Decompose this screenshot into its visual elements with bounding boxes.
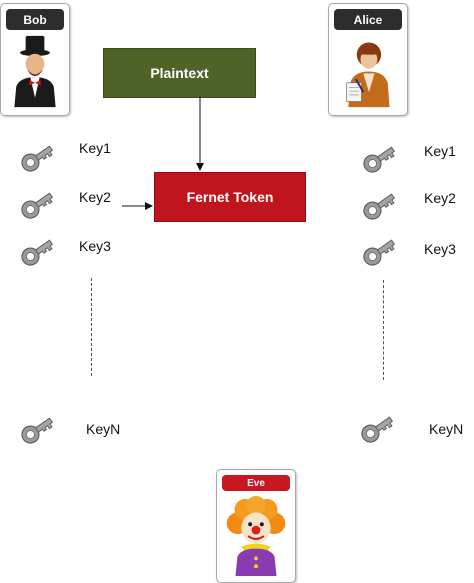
alice-key1-icon <box>360 141 398 177</box>
bob-key3-label: Key3 <box>79 238 111 254</box>
man-in-top-hat-icon <box>6 34 64 109</box>
alice-keys-ellipsis-line <box>383 280 384 380</box>
alice-key1-label: Key1 <box>424 143 456 159</box>
bob-keyn-icon <box>18 412 56 448</box>
bob-keys-ellipsis-line <box>91 278 92 376</box>
bob-keyn-label: KeyN <box>86 421 121 437</box>
fernet-token-box: Fernet Token <box>154 172 306 222</box>
alice-card: Alice <box>328 3 408 116</box>
bob-key1-icon <box>18 140 56 176</box>
alice-keyn-icon <box>358 411 396 447</box>
bob-key2-label: Key2 <box>79 189 111 205</box>
clown-icon <box>222 494 290 576</box>
plaintext-box: Plaintext <box>103 48 256 98</box>
alice-keyn-label: KeyN <box>429 421 464 437</box>
eve-label: Eve <box>222 475 290 491</box>
alice-key3-icon <box>360 234 398 270</box>
plaintext-label: Plaintext <box>150 65 209 81</box>
bob-label: Bob <box>6 9 64 30</box>
bob-key1-label: Key1 <box>79 140 111 156</box>
bob-key2-icon <box>18 187 56 223</box>
bob-key3-icon <box>18 234 56 270</box>
alice-label: Alice <box>334 9 402 30</box>
bob-card: Bob <box>0 3 70 116</box>
alice-key2-icon <box>360 188 398 224</box>
fernet-token-label: Fernet Token <box>186 189 274 205</box>
alice-key2-label: Key2 <box>424 190 456 206</box>
woman-writing-icon <box>334 34 402 109</box>
alice-key3-label: Key3 <box>424 241 456 257</box>
eve-card: Eve <box>216 469 296 583</box>
